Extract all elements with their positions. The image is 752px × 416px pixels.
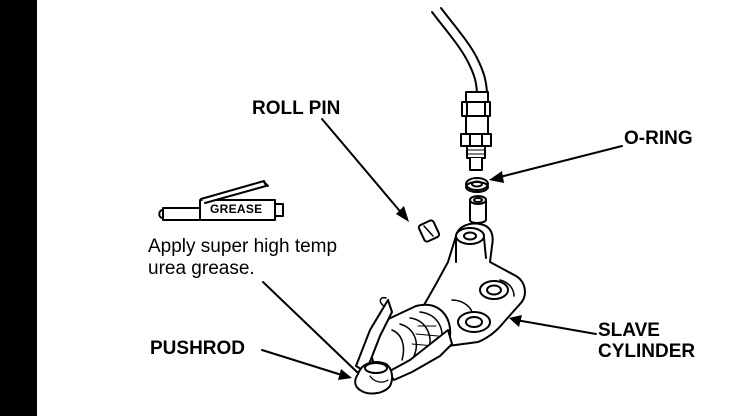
- brake-line-icon: [431, 7, 488, 93]
- left-edge-bar: [0, 0, 37, 416]
- grease-instruction-line1: Apply super high temp: [148, 236, 338, 257]
- grease-instruction-line2: urea grease.: [148, 258, 255, 279]
- roll-pin-icon: [417, 219, 441, 243]
- grease-instruction: Apply super high temp urea grease.: [148, 236, 337, 280]
- leader-lines: [261, 118, 623, 380]
- roll-pin-label: ROLL PIN: [252, 98, 341, 119]
- o-ring-label: O-RING: [624, 128, 693, 149]
- o-ring-icon: [465, 177, 489, 193]
- grease-gun-icon: [158, 180, 284, 221]
- grease-gun-label: GREASE: [210, 202, 263, 216]
- slave-cylinder-label: SLAVE CYLINDER: [598, 320, 695, 362]
- pushrod-icon: [354, 361, 394, 395]
- slave-cylinder-label-line2: CYLINDER: [598, 341, 696, 362]
- flare-nut-icon: [460, 91, 492, 171]
- slave-cylinder-icon: [355, 195, 526, 381]
- pushrod-label: PUSHROD: [150, 338, 246, 359]
- slave-cylinder-label-line1: SLAVE: [598, 320, 660, 341]
